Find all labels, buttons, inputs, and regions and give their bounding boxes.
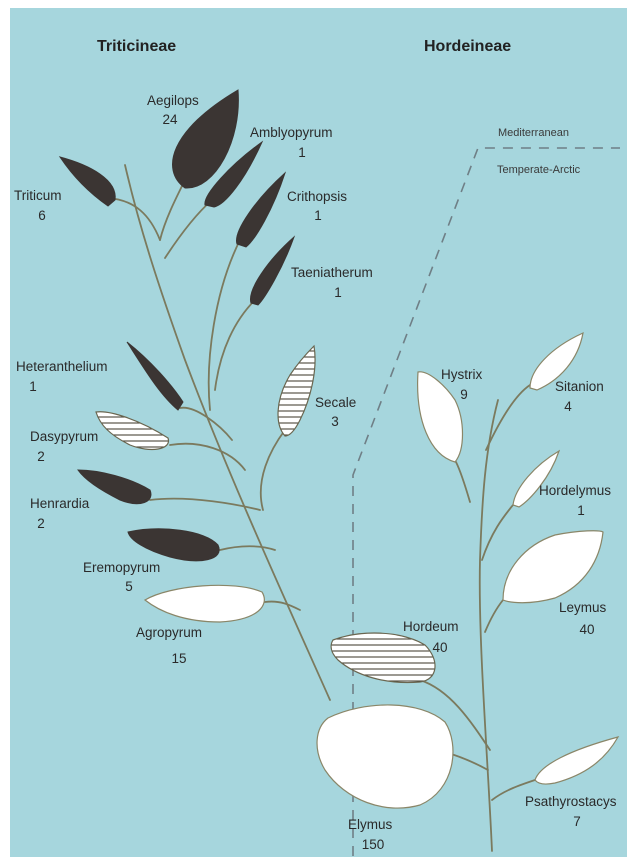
count-hystrix: 9 <box>460 387 468 402</box>
label-agropyrum: Agropyrum <box>136 625 202 640</box>
label-crithopsis: Crithopsis <box>287 189 347 204</box>
count-amblyopyrum: 1 <box>298 145 306 160</box>
label-secale: Secale <box>315 395 356 410</box>
count-agropyrum: 15 <box>171 651 186 666</box>
count-eremopyrum: 5 <box>125 579 133 594</box>
count-secale: 3 <box>331 414 339 429</box>
count-hordelymus: 1 <box>577 503 585 518</box>
count-taeniatherum: 1 <box>334 285 342 300</box>
label-dasypyrum: Dasypyrum <box>30 429 98 444</box>
label-hystrix: Hystrix <box>441 367 482 382</box>
label-taeniatherum: Taeniatherum <box>291 265 373 280</box>
label-leymus: Leymus <box>559 600 607 615</box>
title-hordeineae: Hordeineae <box>424 38 511 55</box>
zone-label-temperate-arctic: Temperate-Arctic <box>497 164 581 176</box>
label-eremopyrum: Eremopyrum <box>83 560 160 575</box>
label-elymus: Elymus <box>348 817 393 832</box>
count-leymus: 40 <box>579 622 594 637</box>
count-crithopsis: 1 <box>314 208 322 223</box>
count-hordeum: 40 <box>432 640 447 655</box>
label-hordeum: Hordeum <box>403 619 459 634</box>
label-henrardia: Henrardia <box>30 496 90 511</box>
count-psathyrostacys: 7 <box>573 814 581 829</box>
count-triticum: 6 <box>38 208 46 223</box>
zone-label-mediterranean: Mediterranean <box>498 127 569 139</box>
label-psathyrostacys: Psathyrostacys <box>525 794 617 809</box>
count-elymus: 150 <box>362 837 385 852</box>
count-henrardia: 2 <box>37 516 45 531</box>
label-aegilops: Aegilops <box>147 93 199 108</box>
label-hordelymus: Hordelymus <box>539 483 611 498</box>
count-sitanion: 4 <box>564 399 572 414</box>
title-triticineae: Triticineae <box>97 38 176 55</box>
label-heteranthelium: Heteranthelium <box>16 359 108 374</box>
count-dasypyrum: 2 <box>37 449 45 464</box>
label-triticum: Triticum <box>14 188 62 203</box>
count-aegilops: 24 <box>162 112 178 127</box>
count-heteranthelium: 1 <box>29 379 37 394</box>
label-sitanion: Sitanion <box>555 379 604 394</box>
label-amblyopyrum: Amblyopyrum <box>250 125 333 140</box>
